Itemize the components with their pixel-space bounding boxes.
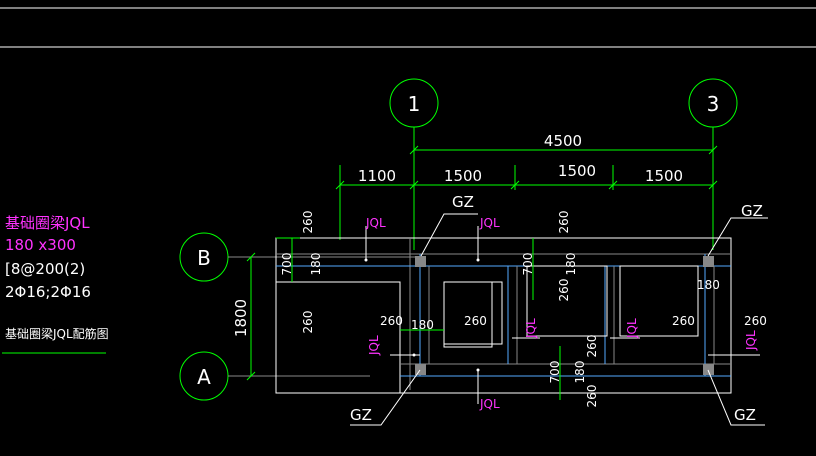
dim-1500-b: 1500 [558, 162, 596, 180]
opening-3 [619, 265, 699, 337]
gz-label-right-bottom: GZ [734, 406, 756, 424]
gz-label-left-bottom: GZ [350, 406, 372, 424]
axis-label-b: B [197, 246, 211, 270]
dim-1500-a: 1500 [444, 167, 482, 185]
foundation-outline [275, 237, 732, 394]
dim-180-e: 180 [573, 361, 587, 384]
axis-label-a: A [197, 365, 211, 389]
dim-1800: 1800 [232, 299, 250, 337]
legend-size: 180 x300 [5, 236, 76, 254]
gz-label-right-top: GZ [741, 202, 763, 220]
opening-2 [526, 265, 608, 337]
dim-1100: 1100 [358, 167, 396, 185]
dim-1500-c: 1500 [645, 167, 683, 185]
jql-label-1: JQL [365, 216, 386, 230]
dim-260-i: 260 [585, 335, 599, 358]
legend-rebar: 2Φ16;2Φ16 [5, 283, 91, 301]
gz-label-top: GZ [452, 193, 474, 211]
gz-column-br[interactable] [703, 364, 714, 375]
axis-label-3: 3 [707, 92, 720, 116]
dim-260-c: 260 [557, 211, 571, 234]
legend-stirrup: [8@200(2) [5, 260, 85, 278]
dim-260-f: 260 [464, 314, 487, 328]
dim-180-a: 180 [309, 253, 323, 276]
dim-260-e: 260 [380, 314, 403, 328]
dim-180-d: 180 [697, 278, 720, 292]
dim-total: 4500 [544, 132, 582, 150]
dim-260-j: 260 [585, 385, 599, 408]
dim-260-g: 260 [672, 314, 695, 328]
opening-1 [443, 281, 503, 345]
gz-column-tl[interactable] [415, 256, 426, 267]
jql-label-2: JQL [479, 216, 500, 230]
gz-column-tr[interactable] [703, 256, 714, 267]
jql-label-6: JQL [625, 318, 639, 339]
dim-700-a: 700 [280, 253, 294, 276]
dim-260-a: 260 [301, 211, 315, 234]
jql-label-3: JQL [479, 397, 500, 411]
gz-column-bl[interactable] [415, 364, 426, 375]
jql-label-7: JQL [744, 330, 758, 351]
dim-700-c: 700 [548, 361, 562, 384]
jql-label-4: JQL [367, 335, 381, 356]
dim-180-c: 180 [411, 318, 434, 332]
legend-title: 基础圈梁JQL [5, 214, 90, 232]
jql-label-5: JQL [524, 318, 538, 339]
dim-260-b: 260 [301, 311, 315, 334]
legend-caption: 基础圈梁JQL配筋图 [5, 326, 109, 341]
dim-180-b: 180 [564, 253, 578, 276]
dim-260-d: 260 [557, 279, 571, 302]
axis-label-1: 1 [408, 92, 421, 116]
dim-260-h: 260 [744, 314, 767, 328]
dim-700-b: 700 [521, 253, 535, 276]
